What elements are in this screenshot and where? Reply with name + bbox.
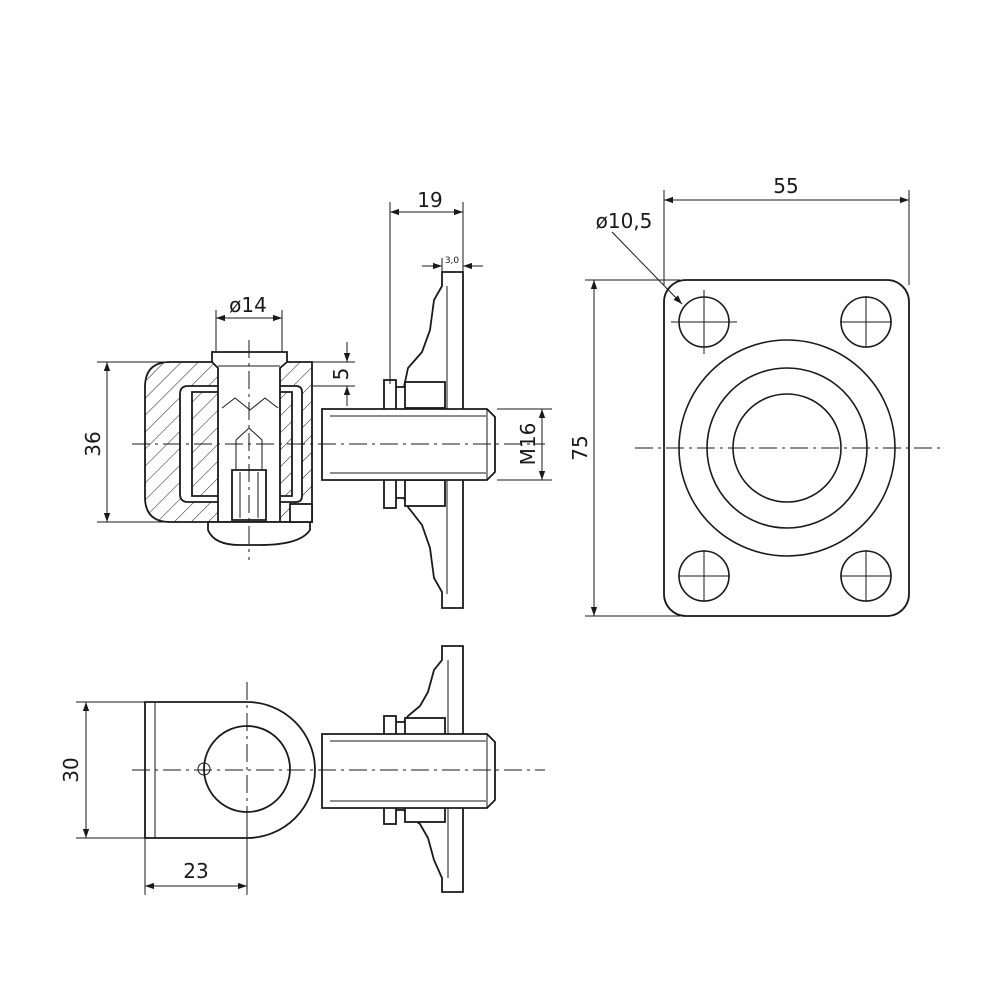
threaded-shaft	[321, 408, 496, 481]
dimension-plate-width: 55	[663, 174, 910, 285]
top-threaded-shaft	[321, 733, 496, 809]
label-plate-width: 55	[773, 174, 798, 198]
dimension-collar: 5	[290, 342, 355, 406]
plate-front-view	[635, 279, 940, 617]
dimension-eye-width: 23	[144, 812, 248, 895]
dimension-eye-height: 30	[59, 701, 150, 839]
top-set-screw-tip	[197, 762, 211, 776]
body-lug	[289, 503, 313, 523]
dimension-eye-diameter: ø14	[215, 293, 283, 352]
dimension-hole-diameter: ø10,5	[596, 209, 683, 305]
washer-bottom	[383, 477, 397, 509]
label-plate-height: 19	[417, 188, 442, 212]
label-eye-height: 30	[59, 757, 83, 782]
dimension-plate-thickness: 3,0	[422, 256, 483, 276]
label-thread: M16	[516, 423, 540, 466]
label-plate-length: 75	[568, 435, 592, 460]
label-plate-thickness: 3,0	[445, 256, 460, 266]
label-eye-diameter: ø14	[229, 293, 267, 317]
dimension-body-height: 36	[81, 361, 210, 523]
label-collar: 5	[329, 368, 353, 381]
dimension-plate-length: 75	[568, 279, 680, 617]
bottom-cap	[207, 521, 311, 546]
nut-top	[404, 381, 446, 409]
top-view	[132, 645, 545, 893]
dimension-thread: M16	[497, 408, 552, 481]
washer-top	[383, 379, 397, 411]
nut-bottom	[404, 479, 446, 507]
label-hole-diameter: ø10,5	[596, 209, 653, 233]
section-view	[132, 271, 545, 609]
label-body-height: 36	[81, 431, 105, 456]
label-eye-width: 23	[183, 859, 208, 883]
